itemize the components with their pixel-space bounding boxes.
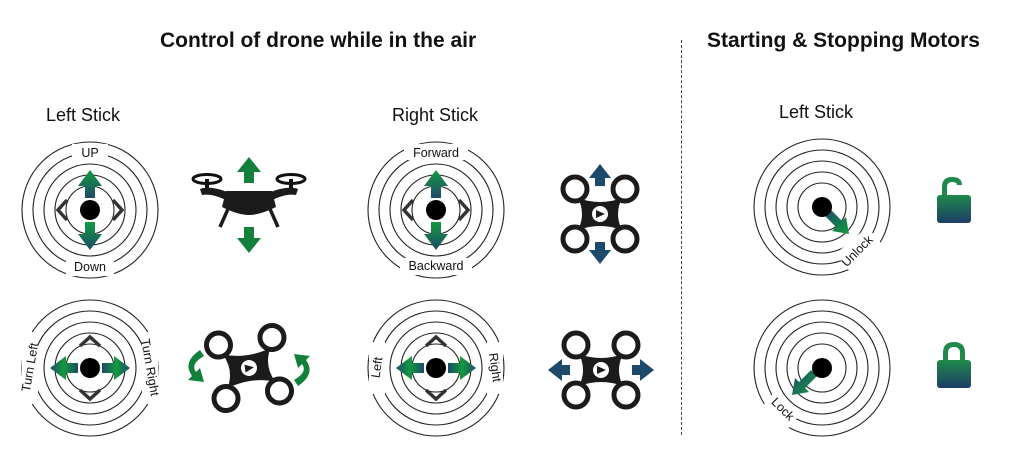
drone-top-view-left-right-icon (548, 330, 654, 410)
padlock-closed-icon (937, 342, 971, 388)
drone-top-view-forward-back-icon (560, 164, 640, 264)
section-divider (681, 40, 682, 435)
right-stick-pitch-dial: Forward Backward (367, 141, 505, 279)
motors-left-stick-label: Left Stick (779, 102, 854, 122)
chevron-down-icon (78, 388, 102, 402)
chevron-up-icon (424, 334, 448, 348)
chevron-left-icon (401, 198, 415, 222)
stick-center (426, 200, 446, 220)
unlock-dial: Unlock (753, 138, 891, 277)
stick-center (812, 358, 832, 378)
flight-control-title: Control of drone while in the air (160, 29, 477, 52)
chevron-up-icon (78, 334, 102, 348)
left-label: Left (369, 356, 386, 379)
arrow-diagonal-icon (792, 370, 817, 395)
chevron-right-icon (111, 198, 125, 222)
left-stick-yaw-dial: Turn Left Turn Right (19, 299, 162, 437)
left-stick-label: Left Stick (46, 105, 121, 125)
arrow-up-icon (78, 170, 102, 198)
chevron-left-icon (55, 198, 69, 222)
arrow-down-icon (78, 222, 102, 250)
drone-top-view-rotate-icon (188, 323, 310, 413)
drone-side-view-icon (191, 157, 307, 253)
arrow-diagonal-icon (824, 209, 849, 234)
chevron-down-icon (424, 388, 448, 402)
arrow-left-icon (396, 356, 424, 380)
arrow-down-icon (424, 222, 448, 250)
chevron-right-icon (457, 198, 471, 222)
stick-center (426, 358, 446, 378)
stick-center (812, 197, 832, 217)
lock-dial: Lock (753, 299, 891, 437)
padlock-open-icon (937, 177, 971, 223)
arrow-left-icon (50, 356, 78, 380)
right-label: Right (486, 352, 504, 383)
arrow-up-icon (424, 170, 448, 198)
right-stick-label: Right Stick (392, 105, 479, 125)
down-label: Down (74, 260, 106, 274)
arrow-right-icon (448, 356, 476, 380)
backward-label: Backward (409, 259, 464, 273)
arrow-right-icon (102, 356, 130, 380)
right-stick-roll-dial: Left Right (367, 299, 505, 437)
motors-title: Starting & Stopping Motors (707, 29, 980, 52)
stick-center (80, 200, 100, 220)
forward-label: Forward (413, 146, 459, 160)
up-label: UP (81, 146, 98, 160)
stick-center (80, 358, 100, 378)
left-stick-throttle-dial: UP Down (21, 141, 159, 279)
